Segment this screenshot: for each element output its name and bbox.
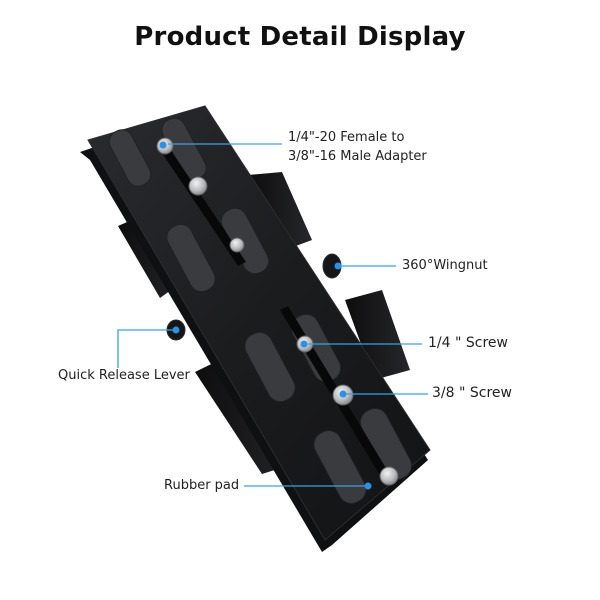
- callout-dot-wingnut: [334, 262, 342, 270]
- rubber-pad: [244, 331, 296, 403]
- screw: [379, 466, 399, 486]
- callout-dot-rubber-pad: [364, 482, 372, 490]
- callout-line-lever: [117, 329, 174, 368]
- quarter-screw-label: 1/4 " Screw: [428, 335, 508, 351]
- quick-release-lever-label: Quick Release Lever: [58, 368, 190, 383]
- wingnut-label: 360°Wingnut: [402, 258, 488, 273]
- rubber-pad: [108, 129, 152, 187]
- three-eighths-screw-label: 3/8 " Screw: [432, 385, 512, 401]
- adapter-label-line2: 3/8"-16 Male Adapter: [288, 149, 427, 164]
- lower-right-clamp: [345, 290, 410, 380]
- page-title: Product Detail Display: [134, 22, 466, 52]
- plate-top: [87, 105, 431, 541]
- rubber-pad: [313, 430, 367, 504]
- screw: [188, 176, 208, 196]
- screw: [229, 237, 245, 253]
- callout-dot-adapter: [159, 141, 167, 149]
- callout-dot-lever: [172, 326, 180, 334]
- callout-dot-quarter-screw: [300, 340, 308, 348]
- callout-dot-three-eighths-screw: [339, 390, 347, 398]
- right-clamp-block: [248, 172, 312, 250]
- rubber-pad-label: Rubber pad: [164, 478, 240, 493]
- rubber-pad: [290, 313, 342, 383]
- center-slot-upper: [160, 146, 246, 266]
- adapter-label: 1/4"-20 Female to 3/8"-16 Male Adapter: [288, 128, 427, 166]
- adapter-label-line1: 1/4"-20 Female to: [288, 130, 405, 145]
- rubber-pad: [166, 223, 216, 293]
